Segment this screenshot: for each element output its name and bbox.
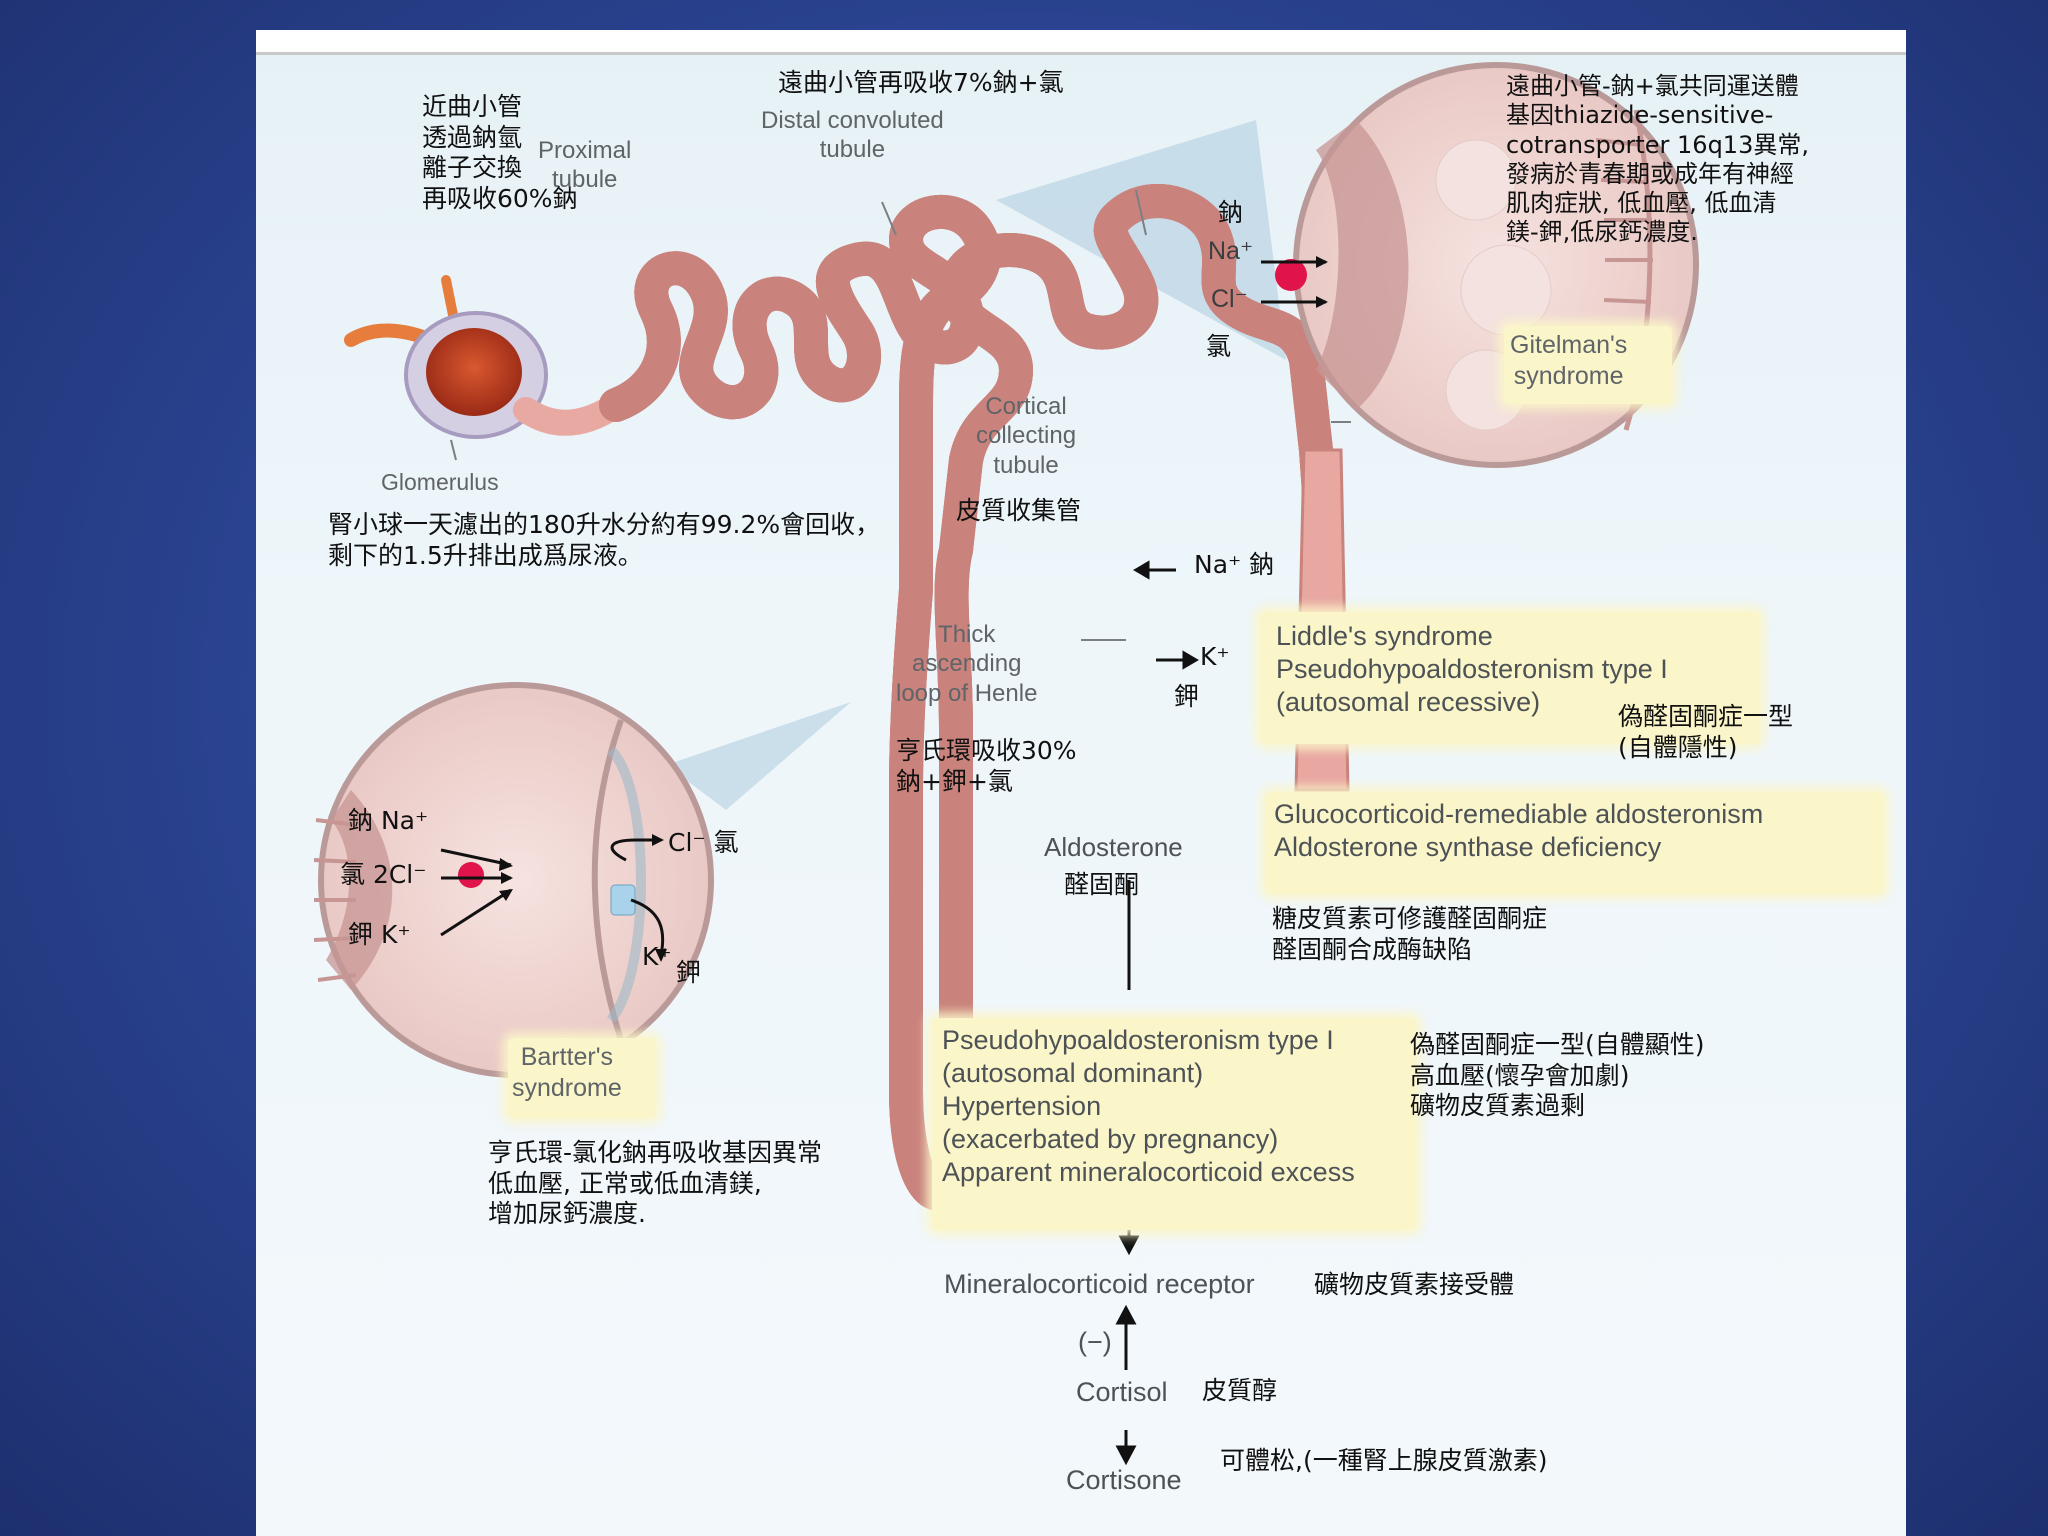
gitelman-cl: Cl⁻	[1211, 284, 1248, 315]
bartter-k-out: K⁺	[642, 942, 672, 973]
mr-label: Mineralocorticoid receptor	[944, 1268, 1255, 1301]
bartter-k-out-zh: 鉀	[676, 958, 701, 989]
bartter-k: 鉀 K⁺	[348, 920, 411, 951]
potassium-label: K⁺	[1200, 642, 1230, 673]
distal-label: Distal convoluted tubule	[761, 106, 944, 165]
glomerulus-note-zh: 腎小球一天濾出的180升水分約有99.2%會回收， 剩下的1.5升排出成爲尿液。	[328, 510, 880, 571]
gitelman-na: Na⁺	[1208, 236, 1253, 267]
gitelman-label: Gitelman's syndrome	[1510, 330, 1627, 391]
pha-note-zh: 偽醛固酮症一型(自體顯性) 高血壓(懷孕會加劇) 礦物皮質素過剩	[1410, 1030, 1705, 1122]
slide: 近曲小管 透過鈉氫 離子交換 再吸收60%鈉 Proximal tubule 遠…	[256, 30, 1906, 1536]
cortisol-label: Cortisol	[1076, 1376, 1168, 1409]
inhibition-label: (−)	[1078, 1326, 1112, 1359]
cortical-label: Cortical collecting tubule	[976, 392, 1076, 480]
mr-label-zh: 礦物皮質素接受體	[1314, 1270, 1514, 1301]
cortisol-label-zh: 皮質醇	[1202, 1376, 1277, 1407]
glomerulus	[351, 280, 616, 437]
bartter-note-zh: 亨氏環-氯化鈉再吸收基因異常 低血壓, 正常或低血清鎂, 增加尿鈣濃度.	[488, 1138, 822, 1230]
bartter-cl: 氯 2Cl⁻	[340, 860, 426, 891]
cortisone-label: Cortisone	[1066, 1464, 1182, 1497]
distal-note-zh: 遠曲小管再吸收7%鈉+氯	[778, 68, 1064, 99]
collecting-duct-arrows	[1136, 563, 1196, 667]
henle-note-zh: 亨氏環吸收30% 鈉+鉀+氯	[896, 736, 1077, 797]
thick-ascending-label: Thick ascending loop of Henle	[896, 620, 1037, 708]
gitelman-cl-zh: 氯	[1206, 332, 1231, 363]
gra-note-zh: 糖皮質素可修護醛固酮症 醛固酮合成酶缺陷	[1272, 904, 1547, 965]
cortisone-label-zh: 可體松,(一種腎上腺皮質激素)	[1220, 1446, 1547, 1477]
aldosterone-label-zh: 醛固酮	[1064, 870, 1139, 901]
bartter-cl-out: Cl⁻ 氯	[668, 828, 739, 859]
proximal-label: Proximal tubule	[538, 136, 631, 195]
gitelman-note-zh: 遠曲小管-鈉+氯共同運送體 基因thiazide-sensitive- cotr…	[1506, 72, 1809, 248]
nephron-illustration	[256, 30, 1906, 1536]
pha-text: Pseudohypoaldosteronism type I (autosoma…	[942, 1024, 1355, 1189]
gitelman-na-zh: 鈉	[1218, 198, 1243, 229]
potassium-label-zh: 鉀	[1174, 682, 1199, 713]
liddle-note-zh: 偽醛固酮症一型 (自體隱性)	[1618, 702, 1793, 763]
bartter-label: Bartter's syndrome	[512, 1042, 622, 1103]
bartter-na: 鈉 Na⁺	[348, 806, 428, 837]
cortical-note-zh: 皮質收集管	[956, 496, 1081, 527]
aldosterone-label: Aldosterone	[1044, 832, 1183, 864]
sodium-label: Na⁺ 鈉	[1194, 550, 1274, 581]
gra-text: Glucocorticoid-remediable aldosteronism …	[1274, 798, 1763, 864]
liddle-text: Liddle's syndrome Pseudohypoaldosteronis…	[1276, 620, 1668, 719]
glomerulus-label: Glomerulus	[381, 468, 499, 496]
